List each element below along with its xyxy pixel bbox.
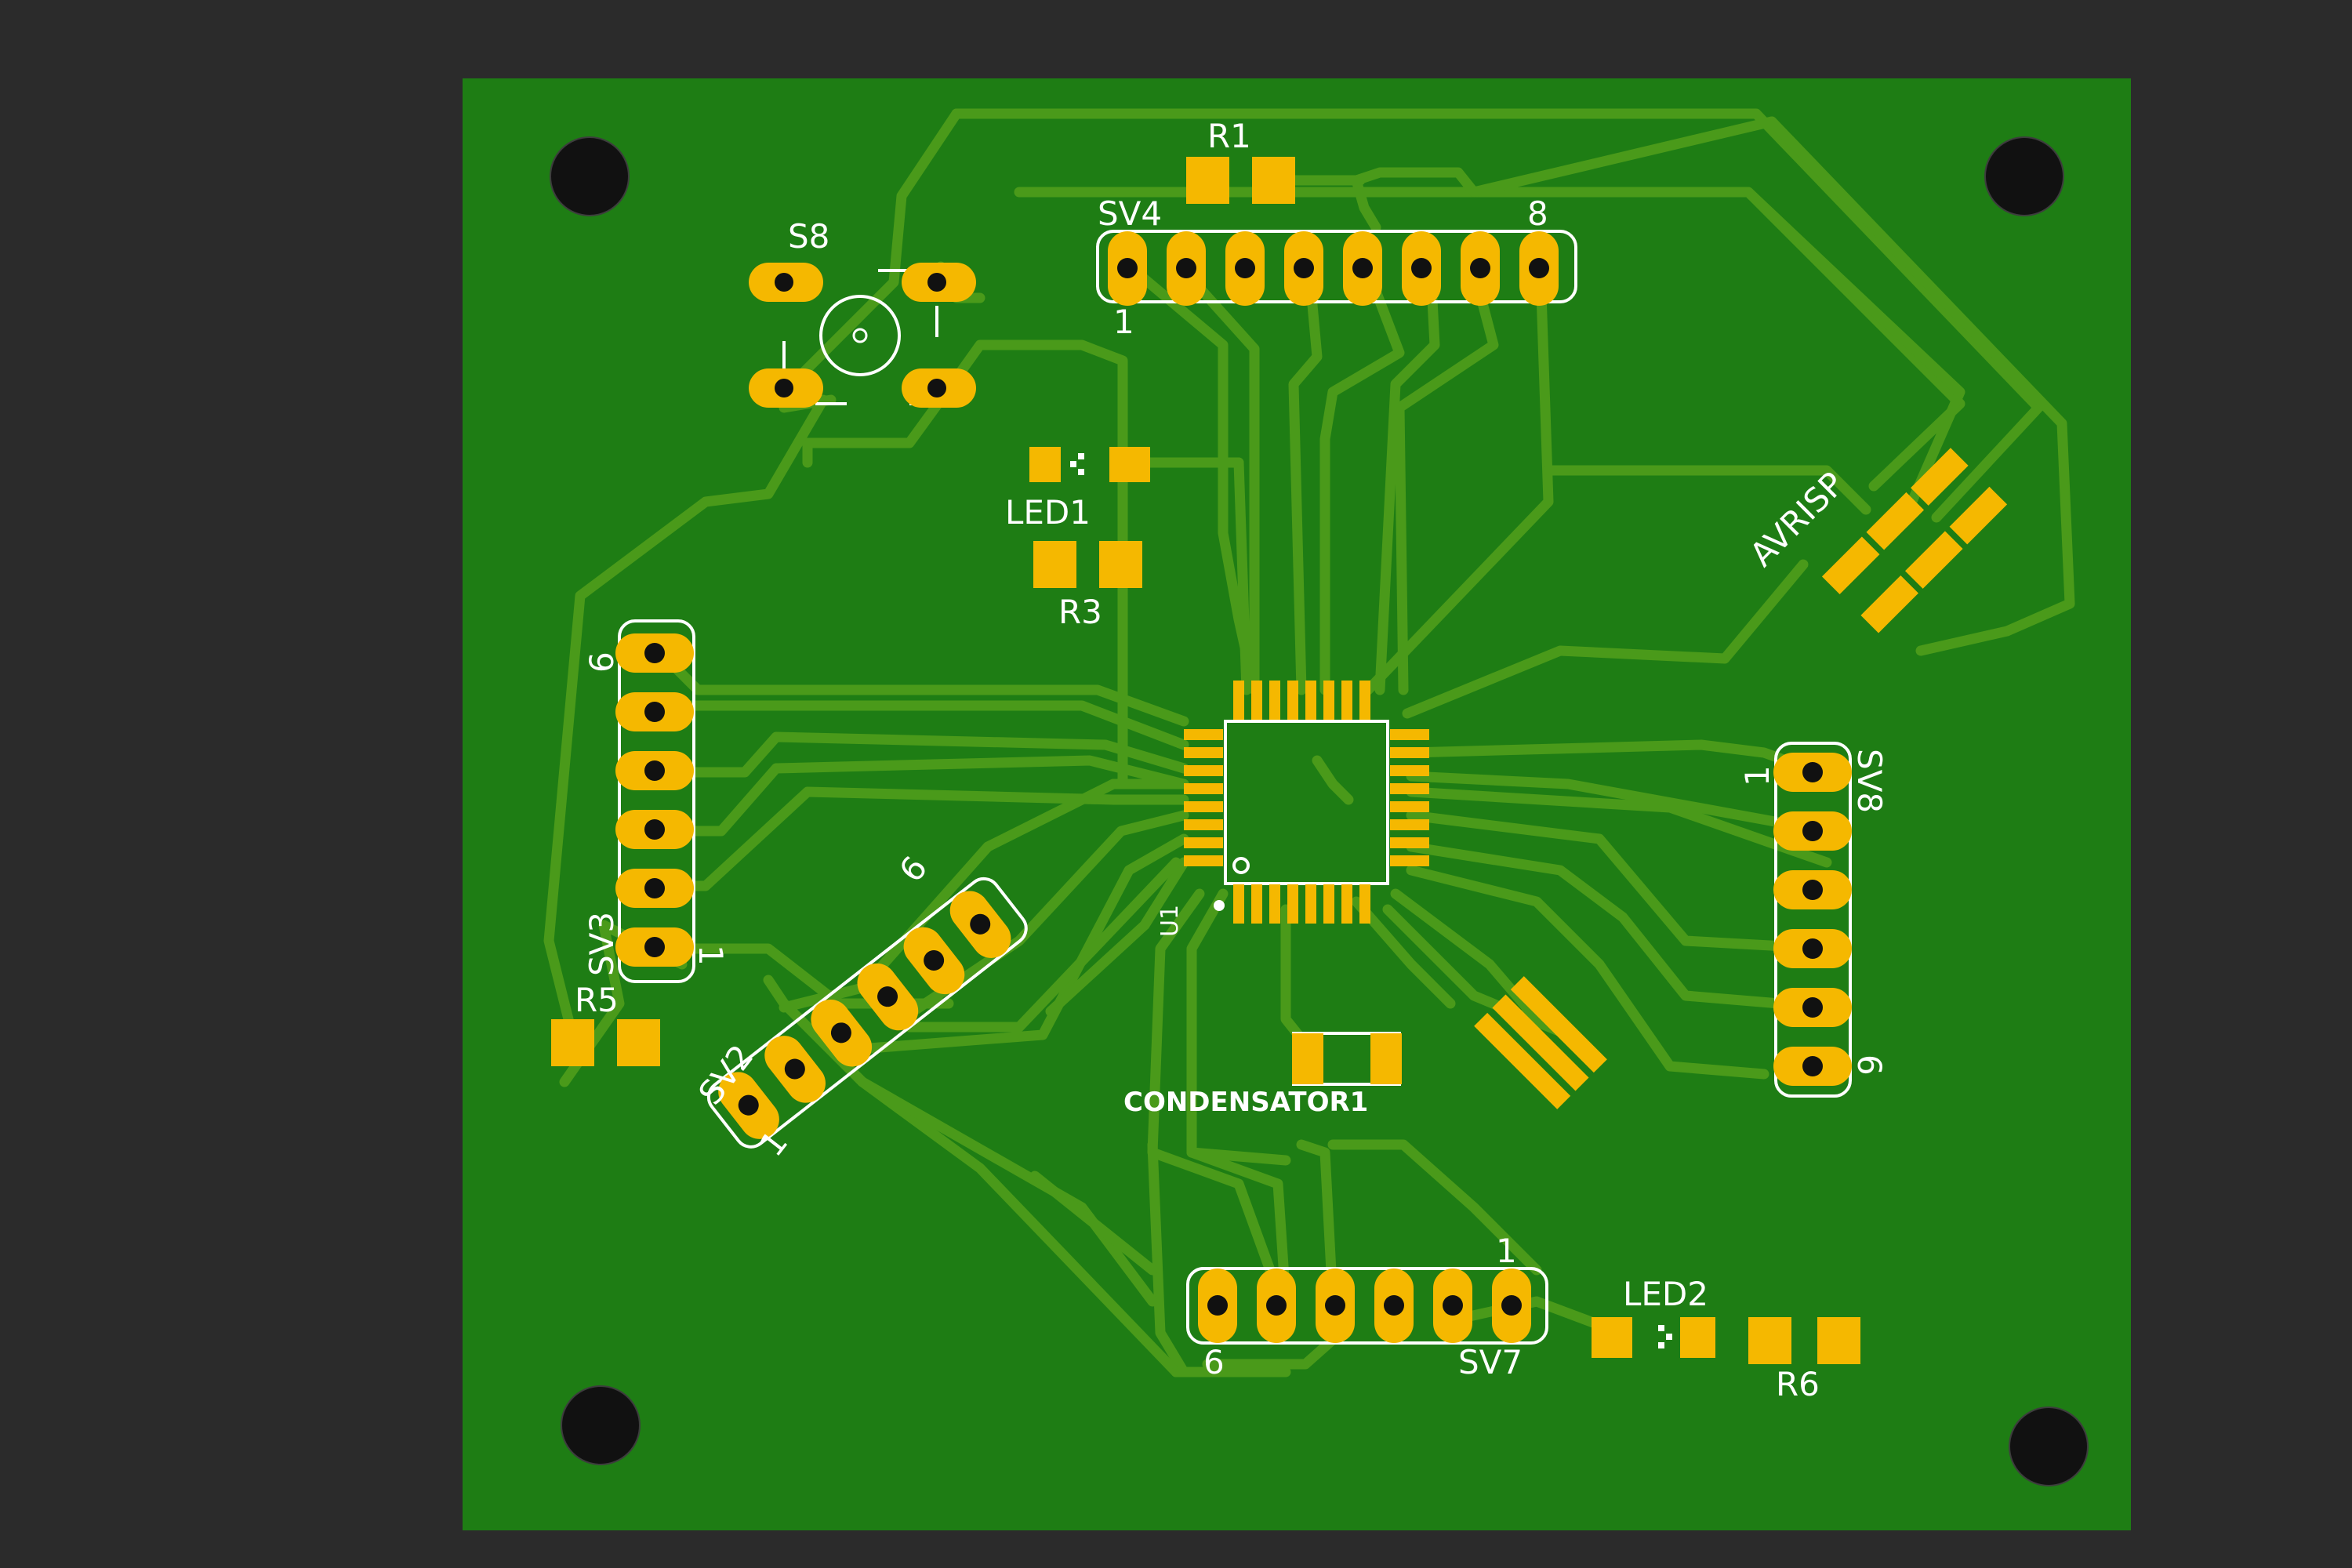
pad bbox=[1252, 157, 1295, 204]
header-sv4[interactable]: SV4 1 8 bbox=[1096, 194, 1577, 341]
pad bbox=[1099, 541, 1142, 588]
label-sv8-pin6: 6 bbox=[1850, 1054, 1889, 1076]
label-sv4-pin1: 1 bbox=[1113, 303, 1134, 341]
label-u1: U1 bbox=[1156, 905, 1184, 937]
pad bbox=[1029, 447, 1061, 482]
label-sv7-pin6: 6 bbox=[1203, 1343, 1225, 1381]
label-sv7-pin1: 1 bbox=[1496, 1232, 1517, 1270]
label-sv3: SV3 bbox=[583, 912, 621, 976]
label-sv8-pin1: 1 bbox=[1738, 765, 1777, 786]
sot-component[interactable] bbox=[1474, 976, 1607, 1109]
copper-traces bbox=[543, 108, 2075, 1377]
pad bbox=[1680, 1317, 1715, 1358]
label-sv8: SV8 bbox=[1850, 749, 1889, 813]
label-s8: S8 bbox=[788, 217, 829, 256]
mounting-hole-bottom-right bbox=[2009, 1406, 2089, 1486]
mounting-holes bbox=[550, 136, 2089, 1486]
pad bbox=[1370, 1033, 1402, 1084]
pad bbox=[617, 1019, 660, 1066]
pad bbox=[1186, 157, 1229, 204]
pad bbox=[1109, 447, 1150, 482]
resistor-r6[interactable]: R6 bbox=[1748, 1317, 1860, 1403]
label-led1: LED1 bbox=[1005, 493, 1091, 532]
label-r3: R3 bbox=[1058, 593, 1102, 631]
label-condensator1: CONDENSATOR1 bbox=[1123, 1087, 1368, 1118]
mounting-hole-top-right bbox=[1984, 136, 2064, 216]
pad bbox=[1033, 541, 1076, 588]
chip-u1[interactable]: U1 bbox=[1156, 681, 1429, 937]
label-r5: R5 bbox=[575, 981, 619, 1019]
led-led2[interactable]: LED2 bbox=[1592, 1275, 1715, 1358]
pad bbox=[1292, 1033, 1323, 1084]
label-r6: R6 bbox=[1776, 1365, 1820, 1403]
resistor-r5[interactable]: R5 bbox=[551, 981, 660, 1066]
mounting-hole-bottom-left bbox=[561, 1385, 641, 1465]
switch-s8[interactable]: S8 bbox=[749, 217, 976, 408]
header-sv7[interactable]: SV7 1 6 bbox=[1186, 1232, 1548, 1381]
label-sv3-pin1: 1 bbox=[691, 945, 730, 966]
label-sv4-pin8: 8 bbox=[1527, 194, 1548, 233]
label-r1: R1 bbox=[1207, 117, 1251, 155]
label-sv7: SV7 bbox=[1458, 1343, 1523, 1381]
header-sv3[interactable]: SV3 6 1 bbox=[583, 619, 730, 983]
pad bbox=[1748, 1317, 1791, 1364]
led-led1[interactable]: LED1 bbox=[1005, 447, 1150, 532]
header-sv8[interactable]: SV8 1 6 bbox=[1738, 742, 1889, 1098]
resistor-r1[interactable]: R1 bbox=[1186, 117, 1295, 204]
label-led2: LED2 bbox=[1623, 1275, 1708, 1313]
label-sv3-pin6: 6 bbox=[583, 652, 621, 673]
mounting-hole-top-left bbox=[550, 136, 630, 216]
capacitor-condensator1[interactable]: CONDENSATOR1 bbox=[1123, 1032, 1402, 1118]
pad bbox=[1592, 1317, 1632, 1358]
pad bbox=[551, 1019, 594, 1066]
pad bbox=[1817, 1317, 1860, 1364]
resistor-r3[interactable]: R3 bbox=[1033, 541, 1142, 631]
label-sv4: SV4 bbox=[1098, 194, 1162, 233]
